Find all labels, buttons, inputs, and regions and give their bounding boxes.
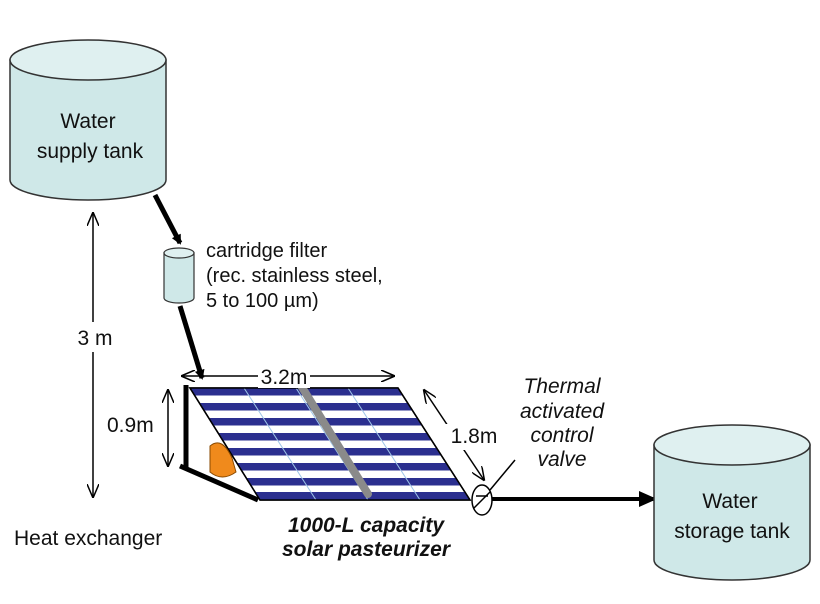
valve-label-line4: valve (537, 448, 586, 471)
supply-tank: Water supply tank (9, 39, 167, 201)
valve-label-line3: control (530, 424, 594, 447)
width-3.2m-label-bg (258, 364, 310, 388)
supply-tank-label-line1: Water (60, 110, 115, 133)
supply-tank-label-line2: supply tank (37, 140, 144, 163)
filter-label-line2: (rec. stainless steel, (206, 265, 383, 287)
valve-label-line2: activated (520, 400, 605, 423)
filter-to-panel-pipe (177, 305, 205, 380)
cartridge-filter (163, 247, 195, 304)
length-1.8m-label: 1.8m (451, 425, 498, 448)
height-3m-label-bg (68, 322, 122, 352)
filter-label-line3: 5 to 100 µm) (206, 290, 319, 312)
storage-tank-label-line1: Water (702, 490, 757, 513)
solar-panel (188, 380, 472, 501)
width-3.2m-label: 3.2m (261, 366, 308, 389)
panel-rod (296, 380, 372, 498)
storage-tank: Water storage tank (653, 424, 811, 581)
pasteurizer-caption-line2: solar pasteurizer (282, 538, 452, 561)
supply-pipe (152, 193, 183, 245)
heat-exchanger (209, 442, 237, 478)
storage-tank-label-line2: storage tank (674, 520, 790, 543)
panel-bottom-pipe (179, 463, 259, 503)
thermal-valve (471, 484, 493, 516)
valve-label-line1: Thermal (523, 375, 601, 398)
valve-leader-line (489, 459, 516, 491)
length-1.8m-label-bg (442, 424, 502, 450)
filter-label-line1: cartridge filter (206, 240, 327, 262)
height-0.9m-label: 0.9m (107, 414, 154, 437)
heat-exchanger-label: Heat exchanger (14, 527, 162, 550)
height-3m-label: 3 m (77, 327, 112, 350)
pasteurizer-caption-line1: 1000-L capacity (288, 514, 445, 537)
